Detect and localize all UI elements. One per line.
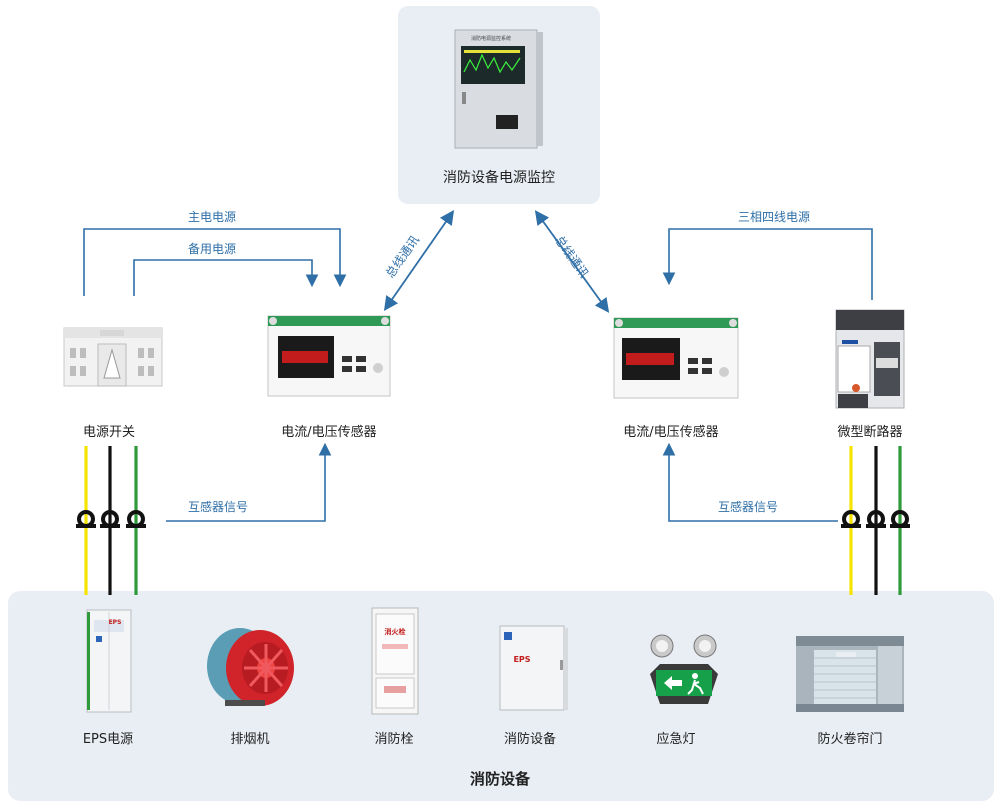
hydrant-label: 消防栓 (374, 732, 414, 747)
right-ct-feet (841, 524, 910, 528)
left-sensor-label: 电流/电压传感器 (281, 425, 377, 440)
main-power-label: 主电电源 (188, 210, 237, 224)
right-wires (849, 446, 902, 595)
monitor-label: 消防设备电源监控 (443, 170, 555, 186)
left-ct-feet (76, 524, 146, 528)
equipment-box-text: EPS (513, 655, 530, 664)
fire-equipment-box-icon (499, 625, 568, 711)
right-bus-line (534, 210, 610, 313)
equipment-label: 消防设备 (503, 732, 556, 747)
circuit-breaker-icon (835, 309, 905, 409)
power-switch-label: 电源开关 (82, 425, 135, 440)
left-wires (84, 446, 138, 595)
hydrant-box-text: 消火栓 (385, 627, 406, 636)
left-sensor-device-icon (267, 315, 391, 397)
smoke-fan-label: 排烟机 (230, 732, 270, 747)
three-phase-line (662, 228, 873, 300)
fire-shutter-label: 防火卷帘门 (817, 732, 883, 747)
fire-shutter-door-icon (796, 636, 904, 712)
left-bus-line (383, 210, 455, 311)
right-sensor-label: 电流/电压传感器 (623, 425, 719, 440)
emergency-light-label: 应急灯 (656, 732, 696, 747)
monitor-screen-title: 消防电源监控系统 (471, 35, 511, 42)
right-signal-line (662, 442, 838, 522)
breaker-label: 微型断路器 (837, 425, 903, 440)
left-power-lines (83, 228, 347, 296)
power-switch-icon (63, 327, 163, 387)
right-sensor-device-icon (613, 317, 739, 399)
eps-cabinet-text: EPS (109, 619, 122, 626)
backup-power-label: 备用电源 (188, 242, 237, 256)
equipment-panel-title: 消防设备 (469, 770, 530, 788)
left-signal-label: 互感器信号 (188, 500, 249, 514)
three-phase-label: 三相四线电源 (738, 210, 811, 224)
left-signal-line (166, 442, 332, 522)
monitor-cabinet-icon (454, 29, 543, 149)
emergency-light-icon (650, 634, 718, 704)
smoke-fan-icon (207, 628, 294, 706)
right-signal-label: 互感器信号 (718, 500, 779, 514)
eps-label: EPS电源 (82, 732, 134, 747)
fire-hydrant-box-icon (371, 607, 419, 715)
eps-cabinet-icon (86, 609, 132, 713)
